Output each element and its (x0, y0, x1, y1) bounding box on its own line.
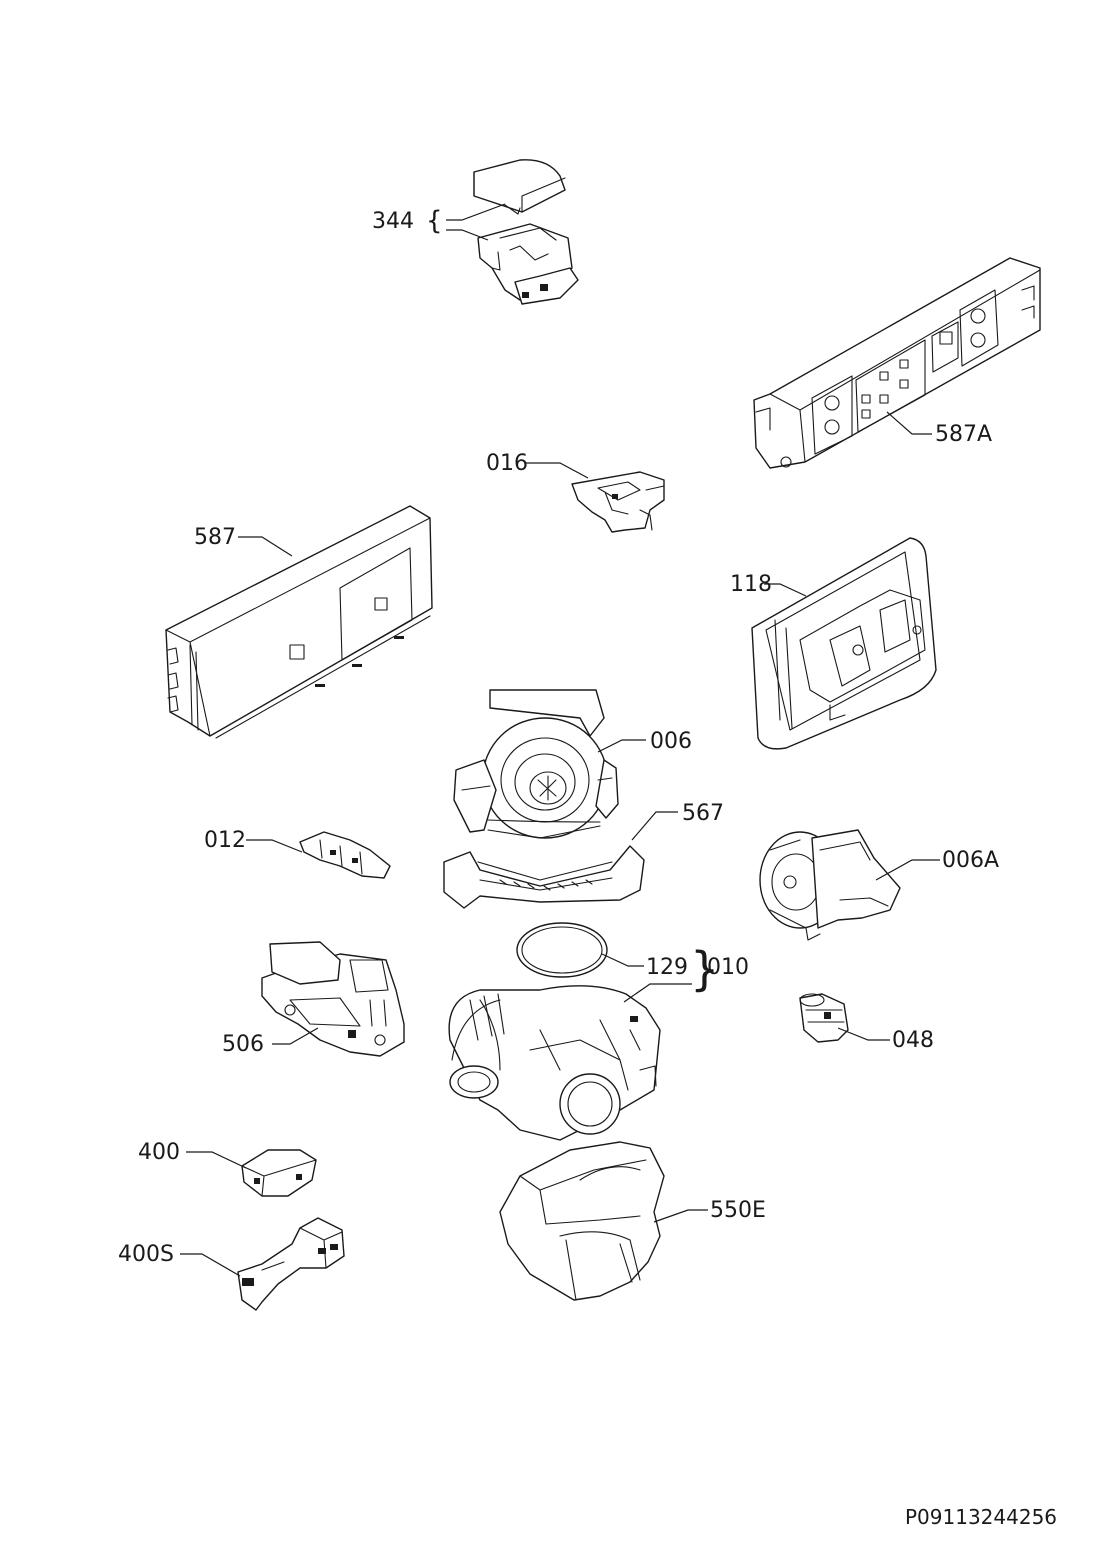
callout-587: 587 (194, 525, 236, 550)
leader-118 (764, 583, 807, 597)
part-567 (443, 819, 645, 909)
drawing-reference-number: P09113244256 (905, 1505, 1058, 1529)
leader-012 (246, 839, 303, 853)
part-006A (759, 829, 901, 941)
part-010 (448, 985, 661, 1141)
leader-587A (886, 411, 932, 435)
leader-344-upper (446, 203, 506, 221)
leader-006 (597, 739, 646, 753)
part-506 (261, 941, 405, 1057)
part-048 (799, 993, 849, 1043)
part-400S (237, 1217, 345, 1311)
leader-344-lower (446, 229, 489, 241)
callout-344: 344 (372, 209, 414, 234)
callout-006: 006 (650, 729, 692, 754)
callout-006A: 006A (942, 848, 1000, 873)
brace-010: } (690, 942, 720, 996)
part-016 (571, 471, 665, 533)
part-587A (753, 257, 1041, 469)
callout-567: 567 (682, 801, 724, 826)
leader-016 (526, 462, 589, 479)
callout-010: 010 (707, 955, 749, 980)
leader-400 (186, 1151, 247, 1169)
callout-550E: 550E (710, 1198, 766, 1223)
leader-006A (875, 859, 940, 881)
callout-129: 129 (646, 955, 688, 980)
part-118 (751, 537, 937, 750)
callout-048: 048 (892, 1028, 934, 1053)
callout-400S: 400S (118, 1242, 174, 1267)
part-344-assembly (473, 159, 579, 305)
callout-587A: 587A (935, 422, 993, 447)
callout-012: 012 (204, 828, 246, 853)
callout-118: 118 (730, 572, 772, 597)
leader-550E (653, 1209, 708, 1223)
part-587 (165, 505, 433, 739)
part-012 (299, 831, 391, 879)
part-006 (453, 689, 619, 839)
leader-587 (238, 536, 293, 557)
callout-400: 400 (138, 1140, 180, 1165)
callout-506: 506 (222, 1032, 264, 1057)
leader-048 (837, 1027, 890, 1041)
leader-400S (180, 1253, 241, 1277)
leader-010 (623, 983, 692, 1003)
brace-344: { (426, 206, 443, 236)
part-129 (516, 922, 608, 978)
part-400 (241, 1149, 317, 1197)
leader-129 (601, 953, 644, 967)
leader-567 (631, 811, 678, 841)
callout-016: 016 (486, 451, 528, 476)
part-550E (499, 1141, 665, 1301)
leader-506 (272, 1027, 319, 1045)
